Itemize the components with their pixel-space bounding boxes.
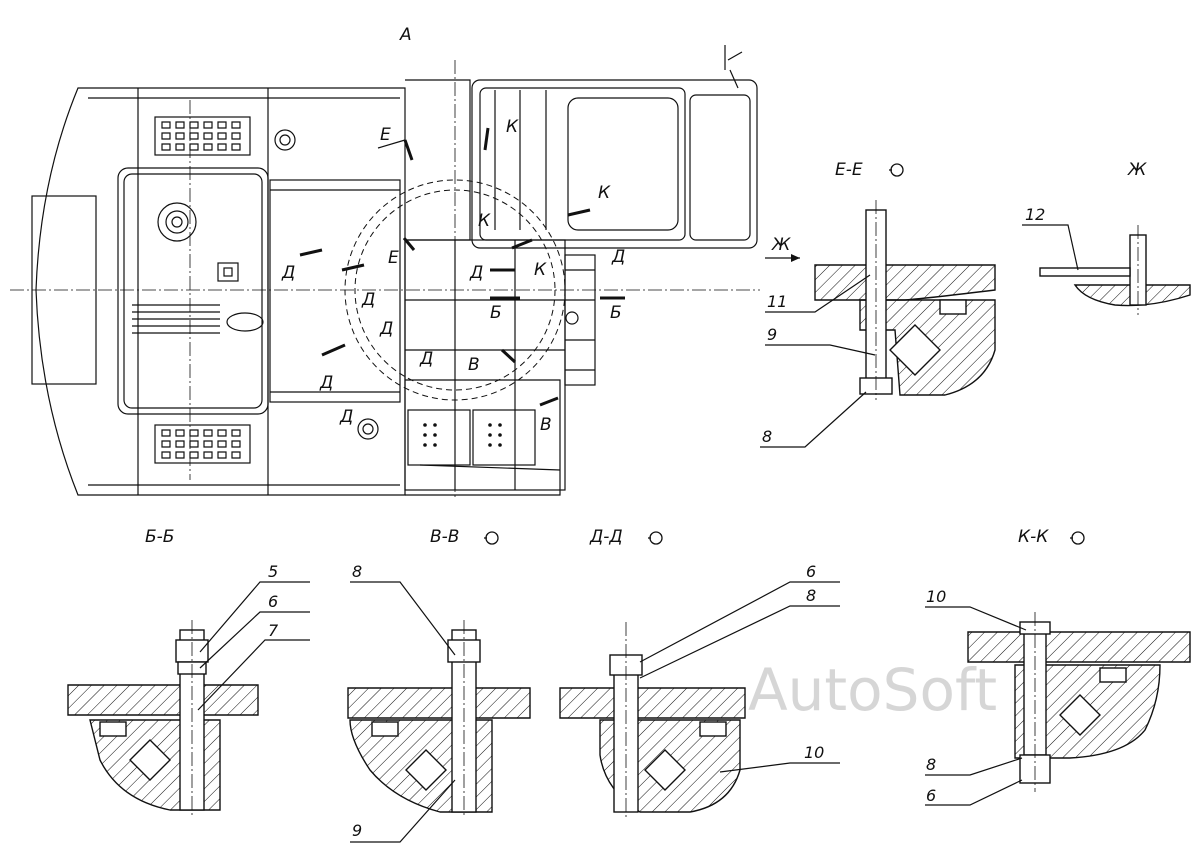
view-zh: Ж 12: [1022, 160, 1191, 315]
rotation-symbol-icon: [889, 163, 904, 177]
leader-b-5: 5: [268, 562, 278, 581]
cut-label-d-3: Д: [379, 319, 393, 339]
cut-label-d-8: Д: [611, 247, 625, 267]
view-arrow-label: Ж: [771, 235, 791, 255]
cut-label-v-2: В: [540, 415, 552, 435]
cut-label-d-4: Д: [319, 373, 333, 393]
section-b-b: Б-Б 5 6 7: [67, 527, 310, 815]
section-v-v: В-В 8 9: [347, 527, 531, 843]
cab: [471, 45, 758, 249]
cut-label-e-top: Е: [380, 125, 391, 145]
leader-k-10: 10: [926, 587, 946, 606]
rotation-symbol-icon-4: [1070, 531, 1085, 545]
cut-label-v-1: В: [468, 355, 480, 375]
section-d-d-label: Д-Д: [589, 527, 623, 547]
section-v-v-label: В-В: [430, 527, 459, 547]
leader-d-10: 10: [804, 743, 824, 762]
cut-label-d-1: Д: [281, 263, 295, 283]
section-k-k-label: К-К: [1018, 527, 1049, 547]
top-grille: [154, 116, 251, 156]
cut-label-d-5: Д: [419, 349, 433, 369]
view-zh-label: Ж: [1127, 160, 1147, 180]
leader-v-8: 8: [352, 562, 362, 581]
cut-label-k-2: К: [598, 183, 611, 203]
cut-label-b-right: Б: [610, 303, 622, 323]
cut-label-e-bottom: Е: [388, 248, 399, 268]
section-d-d: Д-Д 6 8 10: [559, 527, 840, 818]
cut-label-d-2: Д: [361, 290, 375, 310]
cut-label-k-1: К: [506, 117, 519, 137]
cut-label-k-4: К: [534, 260, 547, 280]
leader-d-6: 6: [806, 562, 816, 581]
leader-e-11: 11: [767, 292, 787, 311]
leader-k-6: 6: [926, 786, 936, 805]
main-plan-view: А: [10, 25, 760, 500]
section-k-k: К-К 10 8 6: [925, 527, 1191, 806]
leader-zh-12: 12: [1025, 205, 1045, 224]
leader-k-8: 8: [926, 755, 936, 774]
leader-e-8: 8: [762, 427, 772, 446]
rotation-symbol-icon-2: [484, 531, 499, 545]
cut-label-d-7: Д: [469, 263, 483, 283]
leader-d-8: 8: [806, 586, 816, 605]
bottom-grille: [154, 424, 251, 464]
cut-label-d-6: Д: [339, 407, 353, 427]
leader-b-7: 7: [268, 621, 279, 640]
cut-markers: Е Е К К К К Д Д Д Д Д Д Д Д Б: [281, 117, 625, 435]
section-e-e-label: Е-Е: [835, 160, 863, 180]
leader-v-9: 9: [352, 821, 362, 840]
leader-e-9: 9: [767, 325, 777, 344]
cap-circle: [157, 202, 197, 242]
main-view-label: А: [399, 25, 412, 45]
section-b-b-label: Б-Б: [145, 527, 174, 547]
rotation-symbol-icon-3: [648, 531, 663, 545]
watermark: AutoSoft: [748, 656, 997, 724]
cut-label-b-left: Б: [490, 303, 502, 323]
leader-b-6: 6: [268, 592, 278, 611]
section-e-e: Е-Е Ж 11 9 8: [760, 160, 996, 448]
cut-label-k-3: К: [478, 211, 491, 231]
